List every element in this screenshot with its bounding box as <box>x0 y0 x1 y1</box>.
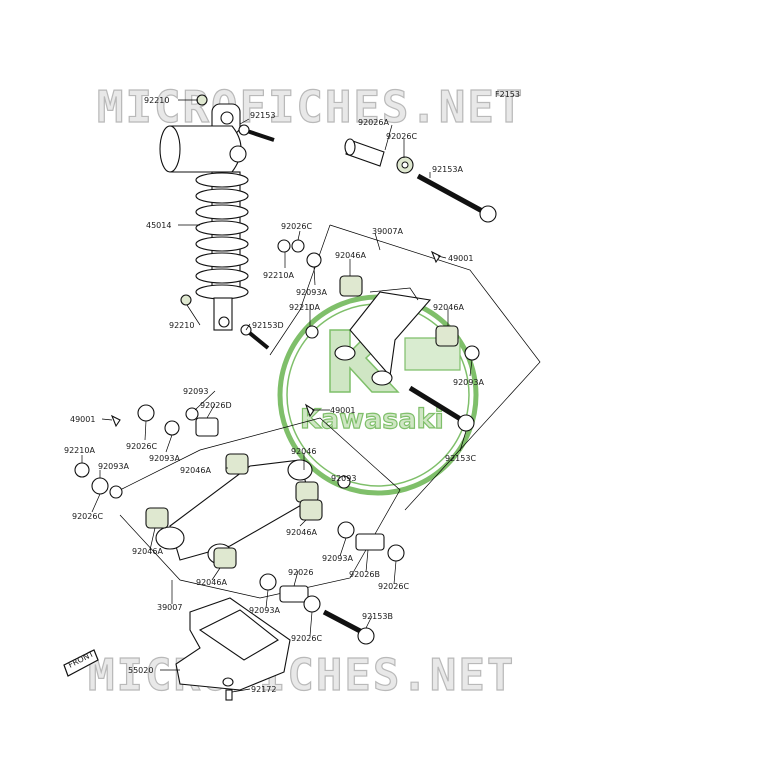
part-label: 92026A <box>358 118 389 127</box>
part-label: 92153D <box>252 321 284 330</box>
part-label: 39007A <box>372 227 403 236</box>
part-label: 92093A <box>296 288 327 297</box>
part-labels: 92210 92153 92026A 92026C 92153A 45014 9… <box>64 96 484 694</box>
part-label: 92046A <box>433 303 464 312</box>
part-label: 92093A <box>249 606 280 615</box>
part-label: 49001 <box>448 254 473 263</box>
logo-text: Kawasaki <box>300 404 444 435</box>
part-label: 92153B <box>362 612 393 621</box>
part-label: 92026C <box>378 582 409 591</box>
part-label: 92210A <box>263 271 294 280</box>
rocker-arm-assembly <box>269 224 541 511</box>
part-label: 92026C <box>386 132 417 141</box>
part-label: 92026B <box>349 570 380 579</box>
part-label: 92046A <box>335 251 366 260</box>
watermark-top: MICROFICHES.NET <box>97 82 524 133</box>
part-label: 92026C <box>72 512 103 521</box>
guard-bracket <box>175 597 291 701</box>
part-label: 49001 <box>70 415 95 424</box>
diagram-id: F2153 <box>495 90 520 99</box>
part-label: 92026D <box>200 401 232 410</box>
part-label: 92172 <box>251 685 276 694</box>
part-label: 92026 <box>288 568 313 577</box>
part-label: 92093A <box>98 462 129 471</box>
part-label: 92093A <box>453 378 484 387</box>
part-label: 92026C <box>291 634 322 643</box>
part-label: 45014 <box>146 221 171 230</box>
part-label: 92093A <box>149 454 180 463</box>
part-label: 92093 <box>331 474 356 483</box>
part-label: 92210 <box>169 321 194 330</box>
part-label: 92026C <box>126 442 157 451</box>
part-label: 92046A <box>196 578 227 587</box>
part-label: 92210 <box>144 96 169 105</box>
part-label: 92046A <box>180 466 211 475</box>
part-label: 92153 <box>250 111 275 120</box>
rear-shock-absorber <box>159 103 249 331</box>
part-label: 92046A <box>286 528 317 537</box>
part-label: 92153A <box>432 165 463 174</box>
part-label: 92153C <box>445 454 476 463</box>
part-label: 92093 <box>183 387 208 396</box>
part-label: 92046 <box>291 447 316 456</box>
part-label: 49001 <box>330 406 355 415</box>
part-label: 92093A <box>322 554 353 563</box>
part-label: 92210A <box>64 446 95 455</box>
part-label: 55020 <box>128 666 153 675</box>
watermark-bottom: MICROFICHES.NET <box>88 650 515 701</box>
part-label: 92046A <box>132 547 163 556</box>
part-label: 39007 <box>157 603 182 612</box>
part-label: 92210A <box>289 303 320 312</box>
kawasaki-logo: Kawasaki <box>277 294 479 496</box>
part-label: 92026C <box>281 222 312 231</box>
